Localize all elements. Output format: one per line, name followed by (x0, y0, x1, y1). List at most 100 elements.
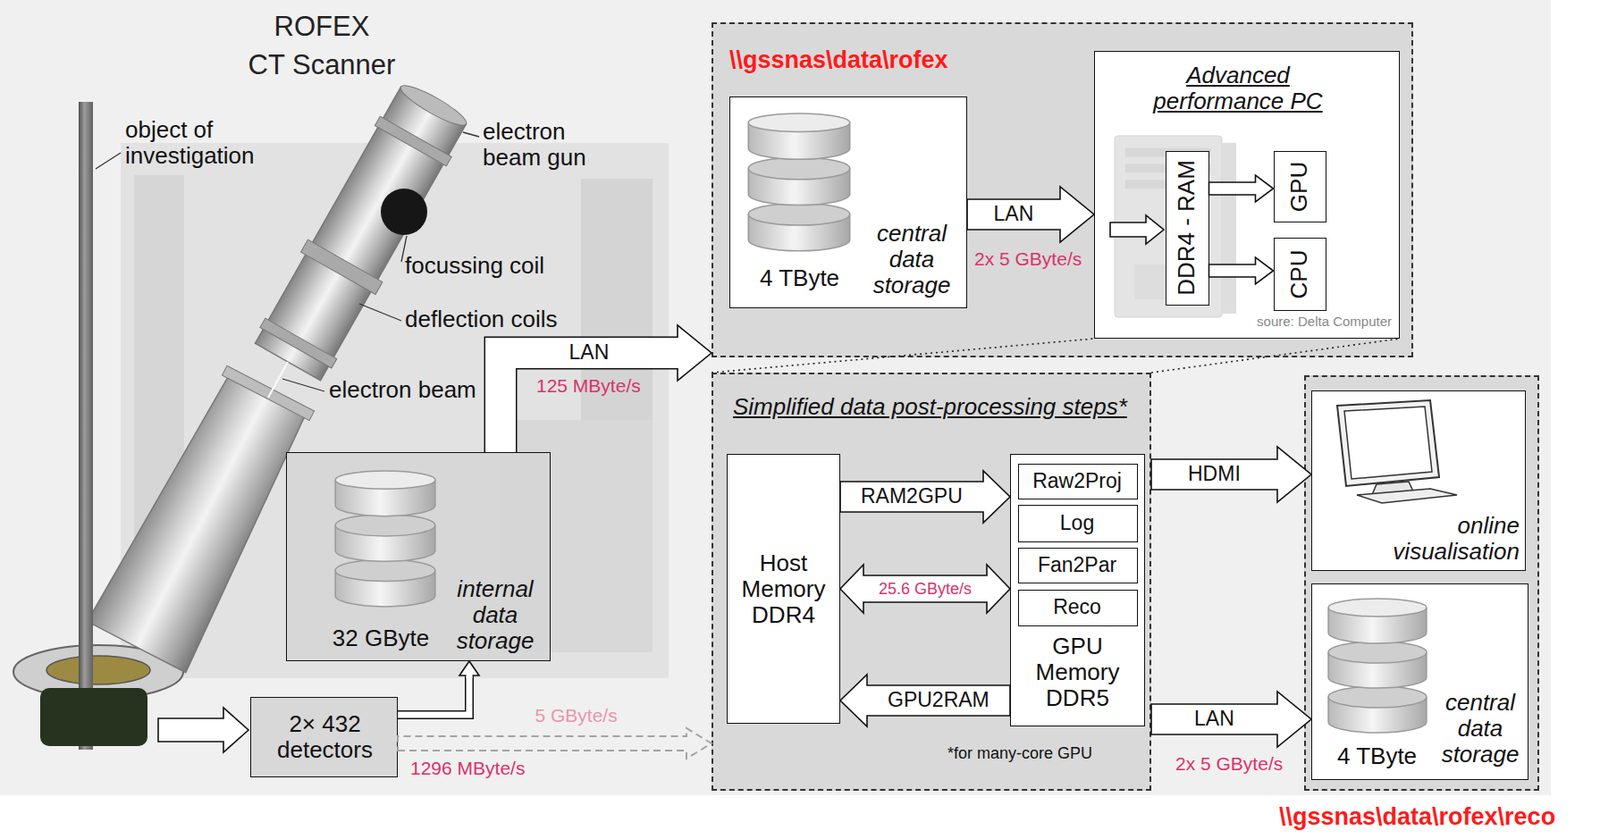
connector-label: LAN (1194, 707, 1235, 732)
text-slot: 2× 432 detectors (258, 711, 392, 764)
data-rate: 2x 5 GByte/s (974, 248, 1082, 270)
rotated-label: GPU (1286, 160, 1313, 211)
object-rod (78, 101, 93, 750)
text-slot: 2x 5 GByte/s (974, 248, 1082, 270)
connector-label: 25.6 GByte/s (878, 580, 972, 599)
source-note: soure: Delta Computer (1202, 314, 1392, 330)
monitor-base (1356, 488, 1457, 504)
text-slot: 4 TByte (734, 265, 865, 292)
text-slot: 5 GByte/s (535, 705, 618, 727)
arrow-shaft-edge (397, 675, 470, 716)
arrow-shaft (397, 675, 470, 716)
connector-label: RAM2GPU (860, 485, 963, 509)
step-label: Fan2Par (1022, 554, 1133, 578)
text-slot: \\gssnas\data\rofex\reco (1279, 803, 1556, 831)
focussing-coil (380, 188, 428, 236)
connector-label: HDMI (1187, 463, 1241, 487)
input-arrow (158, 707, 249, 753)
text-slot: 25.6 GByte/s (878, 580, 972, 599)
memory-box: GPU Memory DDR5Raw2ProjLogFan2ParReco (1010, 454, 1146, 727)
monitor-frame (1337, 400, 1440, 487)
text-slot: LAN (1194, 707, 1235, 732)
leader-line (359, 303, 402, 321)
data-rate: 2x 5 GByte/s (1175, 753, 1283, 775)
rotated-label: CPU (1286, 249, 1313, 299)
text-slot: RAM2GPU (860, 485, 963, 509)
funnel-flange (221, 365, 314, 421)
text-slot: 2x 5 GByte/s (1175, 753, 1283, 775)
step-label: Log (1022, 512, 1133, 536)
gun-tube (254, 86, 466, 380)
arrow-head (459, 661, 480, 676)
block-arrow (397, 661, 480, 716)
arrow-outline (1151, 446, 1312, 503)
text-slot: internal data storage (446, 576, 545, 655)
part-name: object of investigation (125, 117, 278, 169)
disk-top (335, 471, 436, 489)
gun-band (260, 318, 337, 369)
storage-caption: internal data storage (446, 576, 545, 655)
step-label: Raw2Proj (1022, 470, 1133, 494)
block-arrow (500, 325, 712, 453)
text-slot: LAN (569, 341, 610, 365)
disk-top (335, 559, 436, 582)
block-arrow (1151, 446, 1312, 503)
text-slot: \\gssnas\data\rofex (729, 46, 949, 74)
part-name: electron beam (328, 377, 477, 404)
text-line: ROFEX (178, 7, 465, 46)
database-icon (1322, 597, 1432, 741)
text-slot: electron beam (328, 377, 477, 404)
text-slot: *for many-core GPU (947, 744, 1093, 763)
arrow-head (677, 325, 712, 381)
display-box: online visualisation (1311, 390, 1526, 572)
processor-box: CPU (1273, 237, 1327, 312)
footnote: *for many-core GPU (947, 744, 1093, 763)
capacity-text: 4 TByte (734, 265, 865, 292)
text-slot: Raw2Proj (1022, 470, 1133, 494)
storage-box: 32 GByteinternal data storage (286, 452, 551, 662)
disk-top (748, 113, 850, 133)
text-slot: 1296 MByte/s (410, 757, 525, 780)
text-slot: 125 MByte/s (536, 375, 641, 397)
connector-label: LAN (569, 341, 610, 365)
capacity-text: 32 GByte (304, 625, 457, 652)
database-icon (329, 469, 441, 615)
text-slot: focussing coil (404, 252, 545, 279)
leader-line (282, 378, 325, 392)
funnel-body (87, 367, 318, 673)
box-label: Host Memory DDR4 (732, 550, 835, 629)
arrow-outline (1151, 691, 1312, 748)
text-slot: central data storage (862, 220, 961, 299)
tower-shape (1114, 135, 1237, 318)
arrow-outline (397, 728, 712, 759)
text-slot: 4 TByte (1316, 743, 1438, 770)
network-path: \\gssnas\data\rofex (729, 46, 949, 74)
text-slot: central data storage (1437, 690, 1524, 768)
tower-body (1114, 135, 1222, 318)
display-caption: online visualisation (1385, 513, 1520, 565)
data-rate: 125 MByte/s (536, 375, 641, 397)
frame-part (581, 178, 653, 447)
text-slot: Host Memory DDR4 (732, 550, 835, 629)
text-slot: object of investigation (125, 117, 278, 169)
text-slot: GPU2RAM (887, 689, 990, 713)
processor-box: GPU (1273, 151, 1327, 223)
part-name: electron beam gun (482, 118, 601, 171)
step-box: Reco (1018, 589, 1138, 627)
leader-line (95, 152, 121, 169)
text-slot: online visualisation (1385, 513, 1520, 565)
disk-top (335, 514, 436, 537)
memory-box: Host Memory DDR4 (726, 454, 841, 725)
text-slot: Simplified data post-processing steps* (732, 394, 1128, 421)
capacity-text: 4 TByte (1316, 743, 1438, 770)
network-path: \\gssnas\data\rofex\reco (1279, 803, 1556, 831)
database-icon (742, 111, 856, 259)
storage-box: 4 TBytecentral data storage (1311, 583, 1529, 781)
detector-box: 2× 432 detectors (250, 697, 398, 778)
disk-top (1328, 598, 1427, 617)
text-slot: CPU (1286, 249, 1313, 299)
text-slot: 32 GByte (304, 625, 457, 652)
part-name: deflection coils (404, 306, 558, 333)
arrow-shaft (500, 353, 678, 453)
panel-heading: Simplified data post-processing steps* (732, 394, 1128, 421)
